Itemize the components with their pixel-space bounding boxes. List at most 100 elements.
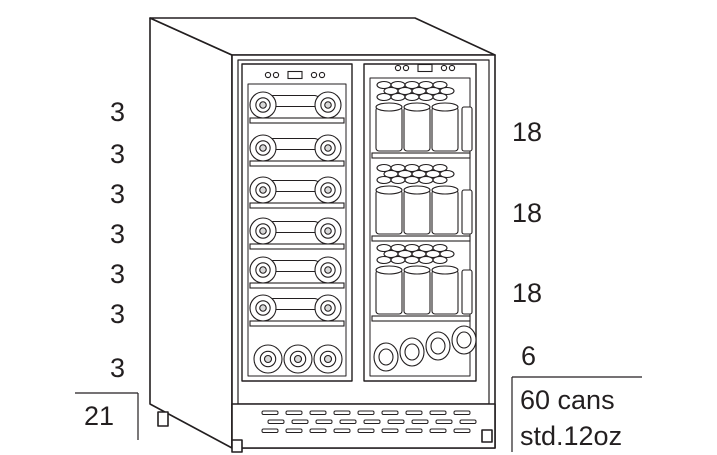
beverage-can-icon	[376, 92, 392, 102]
cabinet-foot	[231, 439, 243, 453]
beverage-can-icon	[432, 175, 448, 185]
cabinet-foot	[157, 411, 169, 427]
wine-bottle-icon	[259, 186, 267, 194]
vent-slot	[261, 410, 279, 415]
beverage-can-icon	[403, 106, 431, 152]
left-shelf-count: 3	[110, 299, 125, 329]
vent-slot	[285, 428, 303, 433]
vent-slot	[429, 410, 447, 415]
beverage-can-icon	[431, 185, 459, 195]
vent-slot	[309, 428, 327, 433]
beverage-can-icon	[461, 189, 473, 235]
ventilation-grille	[261, 410, 477, 433]
wine-bottle-icon	[259, 266, 267, 274]
wire-shelf	[249, 202, 345, 209]
wine-bottle-icon	[324, 304, 332, 312]
beverage-can-icon	[390, 92, 406, 102]
beverage-can-icon	[403, 189, 431, 235]
vent-slot	[267, 419, 285, 424]
wire-shelf	[249, 243, 345, 250]
beverage-can-icon	[375, 265, 403, 275]
beverage-can-icon	[390, 175, 406, 185]
vent-slot	[333, 410, 351, 415]
right-zone-capacity-note: std.12oz	[520, 421, 622, 451]
wine-bottle-icon	[324, 227, 332, 235]
wire-shelf	[371, 315, 471, 322]
control-button-icon	[440, 64, 448, 72]
beverage-can-icon	[461, 269, 473, 315]
control-button-icon	[402, 64, 410, 72]
beverage-can-icon	[431, 189, 459, 235]
beverage-can-icon	[418, 255, 434, 265]
beverage-can-icon	[461, 106, 473, 152]
vent-slot	[333, 428, 351, 433]
left-shelf-count: 3	[110, 219, 125, 249]
wire-shelf	[371, 152, 471, 159]
wire-shelf	[249, 160, 345, 167]
control-button-icon	[448, 64, 456, 72]
control-panels	[264, 63, 456, 80]
beverage-can-icon	[430, 337, 446, 355]
vent-slot	[291, 419, 309, 424]
control-button-icon	[310, 71, 318, 79]
vent-slot	[405, 428, 423, 433]
wine-bottle-icon	[324, 266, 332, 274]
beverage-can-icon	[432, 80, 448, 90]
control-button-icon	[272, 71, 280, 79]
beverage-can-icon	[375, 102, 403, 112]
control-button-icon	[394, 64, 402, 72]
vent-slot	[381, 410, 399, 415]
temperature-display	[417, 63, 433, 73]
vent-slot	[357, 428, 375, 433]
beverage-can-icon	[404, 175, 420, 185]
beverage-can-icon	[439, 249, 455, 259]
vent-slot	[405, 410, 423, 415]
beverage-can-icon	[378, 348, 394, 366]
left-shelf-count: 3	[110, 179, 125, 209]
beverage-can-icon	[404, 343, 420, 361]
wine-bottle-icon	[259, 101, 267, 109]
control-button-icon	[318, 71, 326, 79]
beverage-can-icon	[404, 255, 420, 265]
wine-bottle-icon	[323, 354, 333, 364]
wire-shelf	[249, 282, 345, 289]
vent-slot	[453, 410, 471, 415]
beverage-can-icon	[418, 175, 434, 185]
right-shelf-count: 6	[521, 341, 536, 371]
temperature-display	[287, 70, 303, 80]
wire-shelf	[249, 320, 345, 327]
left-shelf-count: 3	[110, 97, 125, 127]
control-button-icon	[264, 71, 272, 79]
wire-shelf	[249, 117, 345, 124]
vent-slot	[315, 419, 333, 424]
vent-slot	[357, 410, 375, 415]
beverage-can-icon	[439, 169, 455, 179]
right-shelf-count: 18	[512, 198, 542, 228]
beverage-can-icon	[418, 92, 434, 102]
wine-bottle-icon	[259, 144, 267, 152]
beverage-can-icon	[439, 86, 455, 96]
wine-bottle-icon	[324, 144, 332, 152]
left-shelf-count: 3	[110, 259, 125, 289]
vent-slot	[453, 428, 471, 433]
beverage-can-icon	[375, 189, 403, 235]
wine-bottle-icon	[293, 354, 303, 364]
vent-slot	[435, 419, 453, 424]
beverage-can-icon	[390, 255, 406, 265]
beverage-can-icon	[403, 265, 431, 275]
wine-bottle-shelves	[249, 91, 345, 374]
left-shelf-count: 3	[110, 353, 125, 383]
beverage-can-icon	[431, 106, 459, 152]
beverage-can-icon	[432, 243, 448, 253]
beverage-can-icon	[403, 269, 431, 315]
vent-slot	[387, 419, 405, 424]
vent-slot	[459, 419, 477, 424]
beverage-can-icon	[431, 102, 459, 112]
wine-bottle-icon	[259, 227, 267, 235]
right-zone-labels: 18 18 18 6 60 cans std.12oz	[511, 117, 642, 452]
beverage-can-icon	[432, 92, 448, 102]
wine-bottle-icon	[324, 186, 332, 194]
cabinet-side-panel	[149, 17, 233, 449]
beverage-can-icon	[375, 185, 403, 195]
